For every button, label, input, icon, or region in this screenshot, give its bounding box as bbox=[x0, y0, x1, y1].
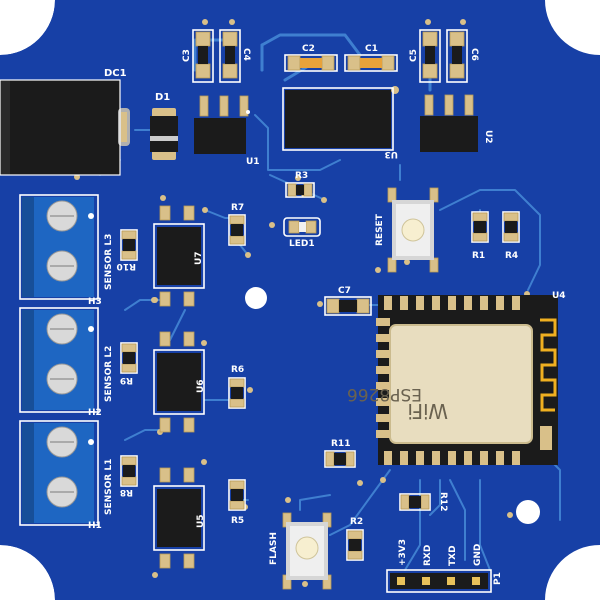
pin-rxd-label: RXD bbox=[423, 545, 433, 566]
flash-button[interactable] bbox=[282, 512, 332, 590]
c4-label: C4 bbox=[241, 48, 251, 61]
cap-c3 bbox=[192, 29, 214, 83]
r6-label: R6 bbox=[231, 365, 244, 375]
r3-label: R3 bbox=[295, 171, 308, 181]
r7-label: R7 bbox=[231, 203, 244, 213]
dc1-label: DC1 bbox=[104, 68, 127, 79]
sensor-l3-label: SENSOR L3 bbox=[104, 234, 114, 290]
h2-label: H2 bbox=[88, 408, 102, 418]
h3-label: H3 bbox=[88, 297, 102, 307]
reset-button[interactable] bbox=[387, 187, 439, 273]
regulator-u2 bbox=[420, 94, 478, 152]
terminal-h1 bbox=[19, 420, 99, 526]
led1-label: LED1 bbox=[289, 239, 315, 249]
resistor-r6 bbox=[228, 377, 246, 409]
sensor-l1-label: SENSOR L1 bbox=[104, 459, 114, 515]
r2-label: R2 bbox=[350, 517, 363, 527]
terminal-h2 bbox=[19, 307, 99, 413]
c6-label: C6 bbox=[469, 48, 479, 61]
r8-label: R8 bbox=[120, 487, 133, 497]
resistor-r5 bbox=[228, 479, 246, 511]
dc-jack bbox=[0, 79, 130, 176]
optocoupler-u5 bbox=[153, 467, 205, 569]
esp-chip-text: ESP8266 bbox=[347, 384, 422, 404]
pin-3v3-label: +3V3 bbox=[398, 539, 408, 566]
r11-label: R11 bbox=[331, 439, 350, 449]
r4-label: R4 bbox=[505, 251, 518, 261]
c5-label: C5 bbox=[409, 49, 419, 62]
flash-label: FLASH bbox=[269, 532, 279, 565]
optocoupler-u7 bbox=[153, 205, 205, 307]
u5-label: U5 bbox=[196, 514, 206, 528]
u4-label: U4 bbox=[552, 291, 566, 301]
r5-label: R5 bbox=[231, 516, 244, 526]
resistor-r8 bbox=[120, 455, 138, 487]
resistor-r7 bbox=[228, 214, 246, 246]
sensor-l2-label: SENSOR L2 bbox=[104, 346, 114, 402]
r12-label: R12 bbox=[438, 492, 448, 511]
resistor-r9 bbox=[120, 342, 138, 374]
c1-label: C1 bbox=[365, 44, 378, 54]
cap-c2 bbox=[284, 54, 338, 72]
u6-label: U6 bbox=[196, 379, 206, 393]
cap-c1 bbox=[344, 54, 398, 72]
h1-label: H1 bbox=[88, 521, 102, 531]
resistor-r12 bbox=[399, 493, 431, 511]
led-led1 bbox=[283, 217, 321, 237]
resistor-r4 bbox=[502, 211, 520, 243]
c7-label: C7 bbox=[338, 286, 351, 296]
pin-gnd-label: GND bbox=[473, 544, 483, 566]
resistor-r2 bbox=[346, 529, 364, 561]
cap-c7 bbox=[324, 296, 372, 316]
c3-label: C3 bbox=[182, 49, 192, 62]
c2-label: C2 bbox=[302, 44, 315, 54]
wifi-text: WiFi bbox=[408, 399, 449, 423]
terminal-h3 bbox=[19, 194, 99, 300]
resistor-r10 bbox=[120, 229, 138, 261]
reset-label: RESET bbox=[375, 213, 385, 246]
u2-label: U2 bbox=[483, 130, 493, 144]
cap-c6 bbox=[446, 29, 468, 83]
cap-c4 bbox=[219, 29, 241, 83]
mount-hole bbox=[516, 500, 540, 524]
u3-label: U3 bbox=[384, 149, 398, 159]
header-p1 bbox=[386, 569, 492, 593]
regulator-u1 bbox=[194, 95, 250, 154]
diode-d1 bbox=[150, 108, 178, 160]
d1-label: D1 bbox=[155, 92, 170, 103]
optocoupler-u6 bbox=[153, 331, 205, 433]
cap-c5 bbox=[419, 29, 441, 83]
r1-label: R1 bbox=[472, 251, 485, 261]
resistor-r3 bbox=[285, 182, 315, 198]
resistor-r1 bbox=[471, 211, 489, 243]
u1-label: U1 bbox=[246, 157, 260, 167]
mount-hole bbox=[245, 287, 267, 309]
esp8266-module-u4 bbox=[376, 295, 558, 465]
pin-txd-label: TXD bbox=[448, 545, 458, 566]
u7-label: U7 bbox=[194, 251, 204, 265]
r9-label: R9 bbox=[120, 375, 133, 385]
r10-label: R10 bbox=[117, 261, 136, 271]
resistor-r11 bbox=[324, 450, 356, 468]
ic-u3 bbox=[282, 87, 394, 151]
p1-label: P1 bbox=[493, 572, 503, 585]
